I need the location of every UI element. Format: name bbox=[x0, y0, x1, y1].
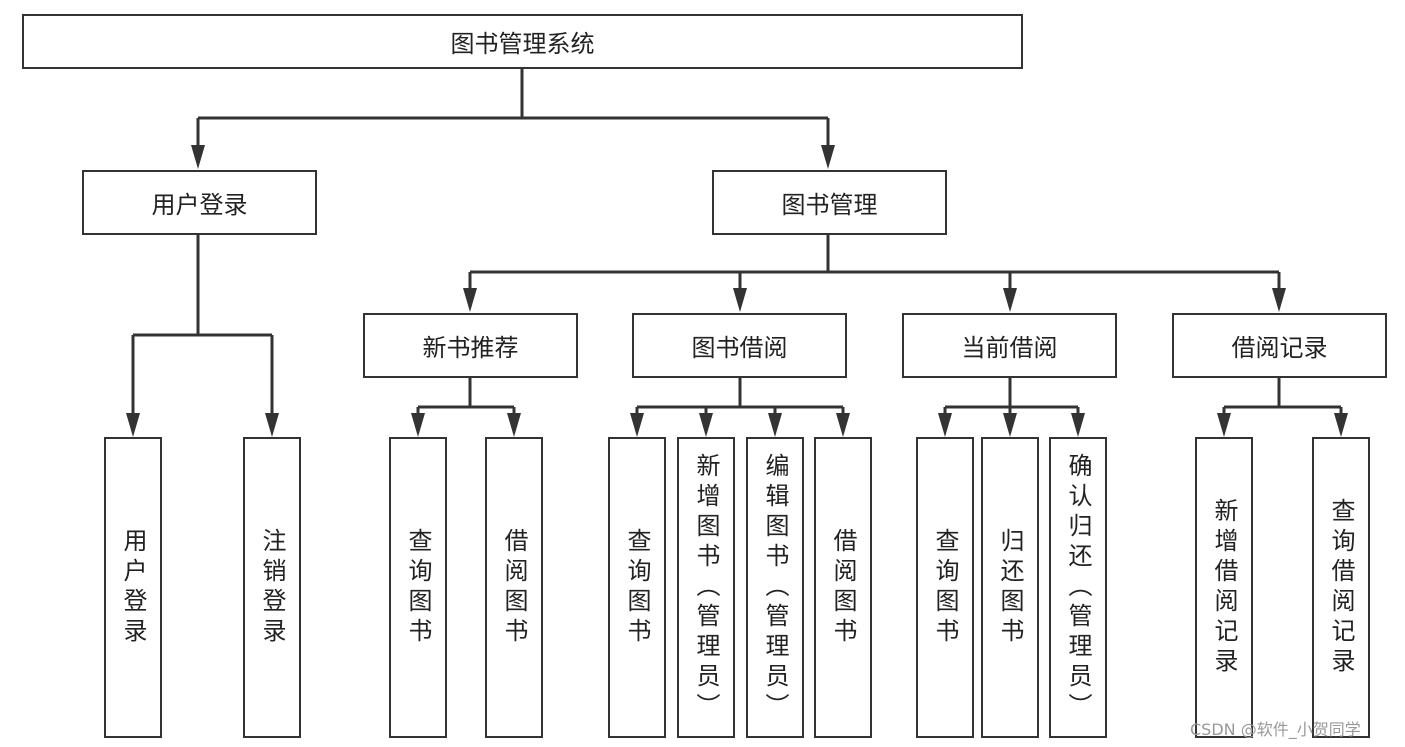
leaf-label: 借阅图书 bbox=[829, 527, 857, 648]
arrowhead bbox=[938, 413, 952, 437]
leaf-label: 查询图书 bbox=[931, 527, 959, 648]
node-leaf: 查询图书 bbox=[608, 437, 666, 738]
node-user-login: 用户登录 bbox=[82, 170, 317, 235]
node-leaf: 用户登录 bbox=[104, 437, 162, 738]
node-root: 图书管理系统 bbox=[22, 14, 1023, 69]
node-leaf: 查询图书 bbox=[916, 437, 974, 738]
arrowhead bbox=[768, 413, 782, 437]
arrowhead bbox=[1003, 413, 1017, 437]
leaf-label: 查询借阅记录 bbox=[1327, 497, 1355, 678]
arrowhead bbox=[699, 413, 713, 437]
leaf-label: 新增借阅记录 bbox=[1210, 497, 1238, 678]
arrowhead bbox=[463, 288, 477, 312]
arrowhead bbox=[507, 413, 521, 437]
node-leaf: 新增图书（管理员） bbox=[677, 437, 735, 738]
node-leaf: 借阅图书 bbox=[814, 437, 872, 738]
arrowhead bbox=[191, 145, 205, 169]
arrowhead bbox=[836, 413, 850, 437]
node-level2: 新书推荐 bbox=[363, 313, 578, 378]
leaf-label: 新增图书（管理员） bbox=[692, 452, 720, 723]
arrowhead bbox=[265, 413, 279, 437]
node-leaf: 新增借阅记录 bbox=[1195, 437, 1253, 738]
leaf-label: 查询图书 bbox=[404, 527, 432, 648]
node-leaf: 查询图书 bbox=[389, 437, 447, 738]
node-leaf: 确认归还（管理员） bbox=[1049, 437, 1107, 738]
node-leaf: 查询借阅记录 bbox=[1312, 437, 1370, 738]
arrowhead bbox=[411, 413, 425, 437]
arrowhead bbox=[1003, 288, 1017, 312]
node-level2: 图书借阅 bbox=[632, 313, 847, 378]
watermark: CSDN @软件_小贺同学 bbox=[1190, 720, 1361, 739]
leaf-label: 查询图书 bbox=[623, 527, 651, 648]
node-leaf: 编辑图书（管理员） bbox=[746, 437, 804, 738]
arrowhead bbox=[1071, 413, 1085, 437]
leaf-label: 确认归还（管理员） bbox=[1064, 452, 1092, 723]
leaf-label: 借阅图书 bbox=[500, 527, 528, 648]
leaf-label: 用户登录 bbox=[119, 527, 147, 648]
node-leaf: 借阅图书 bbox=[485, 437, 543, 738]
node-leaf: 注销登录 bbox=[243, 437, 301, 738]
node-leaf: 归还图书 bbox=[981, 437, 1039, 738]
arrowhead bbox=[821, 145, 835, 169]
node-level2: 借阅记录 bbox=[1172, 313, 1387, 378]
arrowhead bbox=[1334, 413, 1348, 437]
leaf-label: 编辑图书（管理员） bbox=[761, 452, 789, 723]
leaf-label: 注销登录 bbox=[258, 527, 286, 648]
arrowhead bbox=[126, 413, 140, 437]
leaf-label: 归还图书 bbox=[996, 527, 1024, 648]
arrowhead bbox=[630, 413, 644, 437]
arrowhead bbox=[1217, 413, 1231, 437]
node-book-management: 图书管理 bbox=[712, 170, 947, 235]
arrowhead bbox=[733, 288, 747, 312]
node-level2: 当前借阅 bbox=[902, 313, 1117, 378]
arrowhead bbox=[1272, 288, 1286, 312]
